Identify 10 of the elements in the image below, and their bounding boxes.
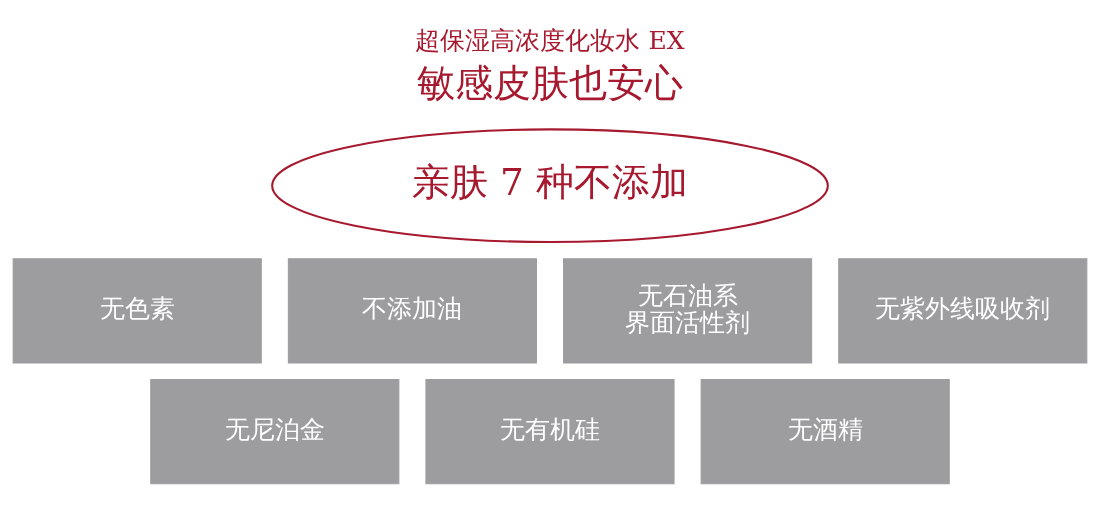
node-box: 无紫外线吸收剂 xyxy=(838,258,1088,364)
node-box: 无有机硅 xyxy=(425,379,675,485)
label: 敏感皮肤也安心 xyxy=(417,60,683,105)
node-box: 无尼泊金 xyxy=(150,379,400,485)
node-box: 无石油系界面活性剂 xyxy=(563,258,813,364)
diagram-title: 超保湿高浓度化妆水 EX xyxy=(415,26,685,56)
node-box: 无色素 xyxy=(12,258,262,364)
node-box: 无酒精 xyxy=(700,379,950,485)
node-box: 不添加油 xyxy=(287,258,537,364)
node-ellipse: 亲肤 7 种不添加 xyxy=(271,128,829,244)
